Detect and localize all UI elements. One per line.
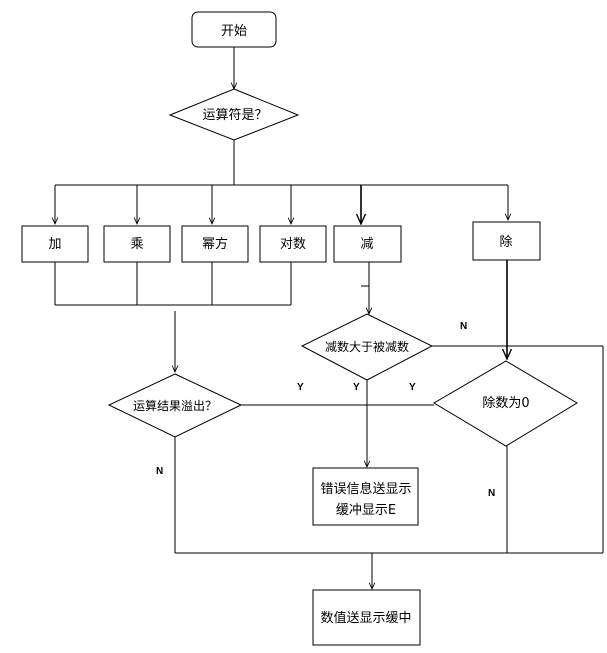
- overflow-label: 运算结果溢出？: [133, 398, 217, 413]
- add-box: 加: [21, 225, 89, 263]
- power-box: 幂方: [181, 225, 249, 263]
- sub-check-label: 减数大于被减数: [325, 339, 409, 354]
- divide-label: 除: [499, 235, 512, 250]
- error-label-line2: 缓冲显示E: [336, 503, 396, 518]
- connectors: [55, 47, 604, 589]
- divisor-zero-label: 除数为0: [482, 396, 529, 411]
- branch-labels: Y Y Y N N N: [156, 321, 495, 499]
- label-overflow-no: N: [156, 466, 163, 477]
- log-label: 对数: [280, 237, 306, 252]
- divide-box: 除: [472, 221, 541, 261]
- label-overflow-yes: Y: [297, 382, 304, 393]
- subtract-label: 减: [360, 237, 373, 252]
- label-divisor-yes: Y: [409, 382, 416, 393]
- label-subcheck-yes: Y: [353, 382, 360, 393]
- start-label: 开始: [221, 24, 247, 39]
- error-box: 错误信息送显示 缓冲显示E: [312, 467, 419, 526]
- log-box: 对数: [259, 225, 327, 263]
- operator-decision-label: 运算符是？: [202, 107, 267, 123]
- start-node: 开始: [191, 11, 277, 48]
- label-subcheck-no: N: [460, 321, 467, 332]
- error-label-line1: 错误信息送显示: [320, 481, 411, 497]
- add-label: 加: [48, 237, 61, 252]
- label-divisor-no: N: [488, 488, 495, 499]
- sub-check-decision: 减数大于被减数: [300, 313, 434, 381]
- output-label: 数值送显示缓中: [320, 610, 411, 626]
- power-label: 幂方: [202, 236, 228, 252]
- output-box: 数值送显示缓中: [312, 589, 421, 646]
- operator-decision: 运算符是？: [168, 88, 300, 141]
- subtract-box: 减: [333, 225, 402, 263]
- overflow-decision: 运算结果溢出？: [107, 373, 243, 438]
- multiply-label: 乘: [130, 237, 143, 252]
- divisor-zero-decision: 除数为0: [433, 360, 578, 447]
- multiply-box: 乘: [103, 225, 171, 263]
